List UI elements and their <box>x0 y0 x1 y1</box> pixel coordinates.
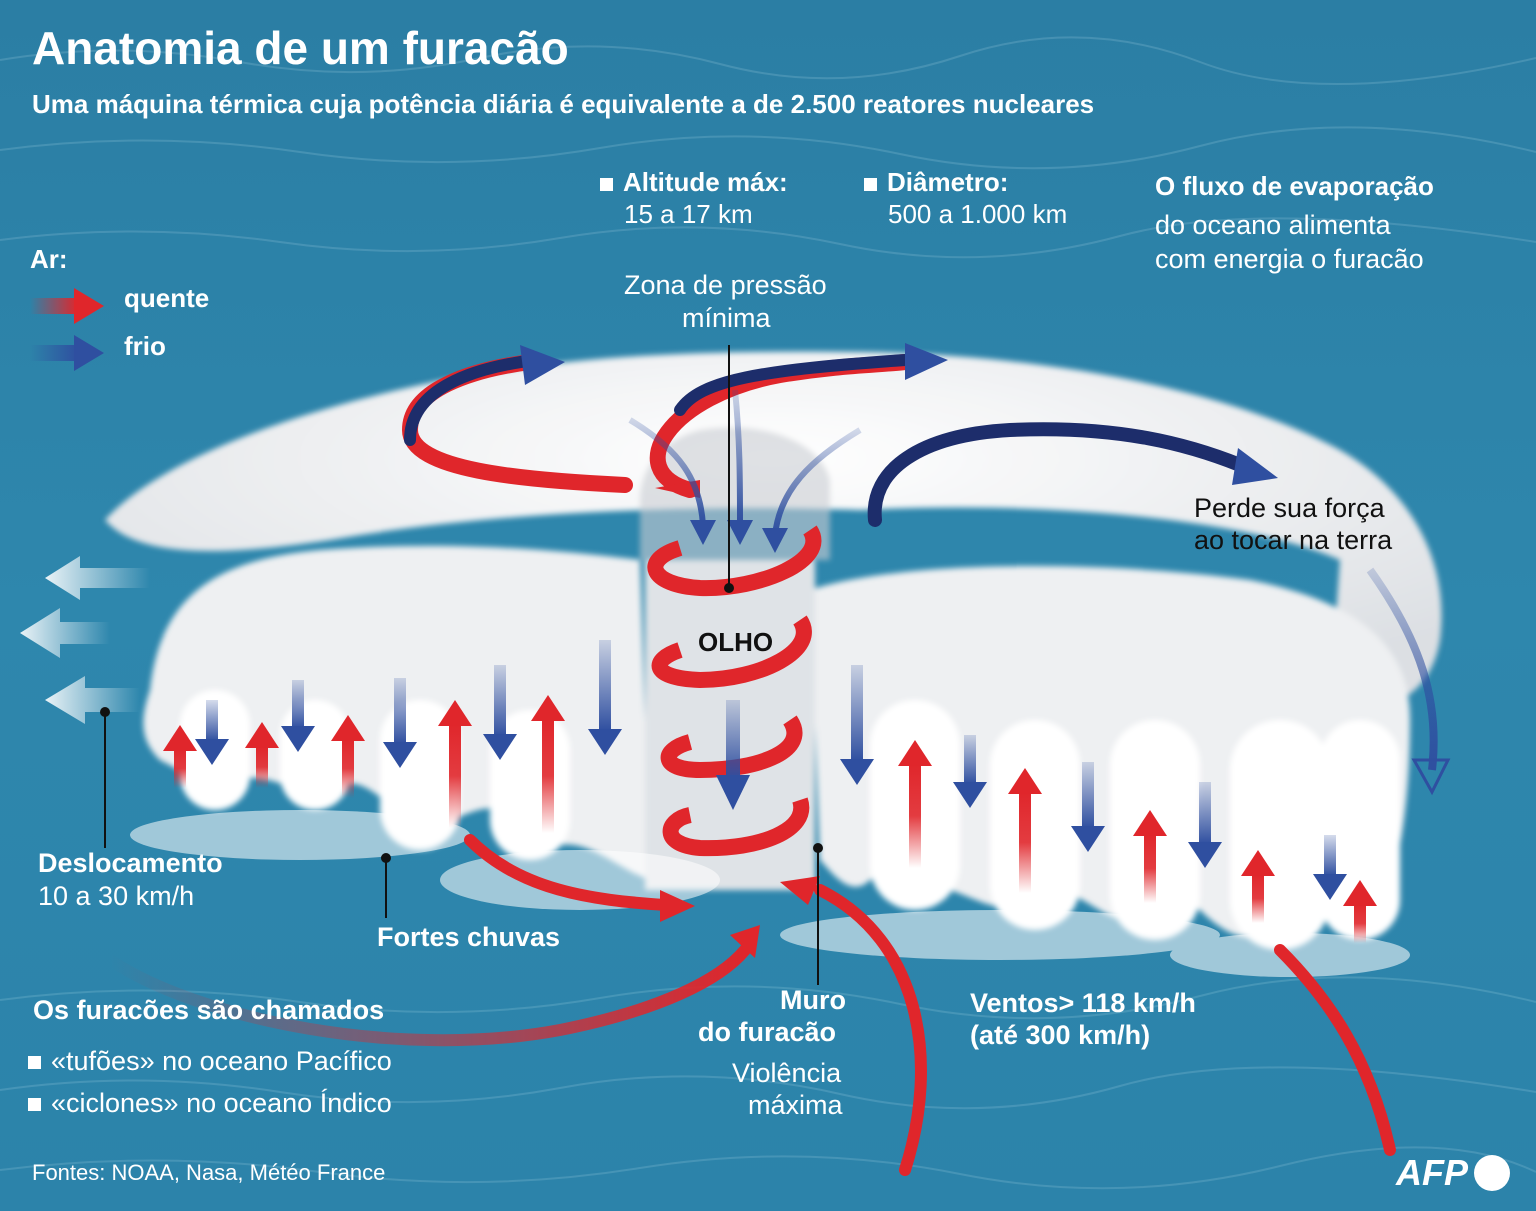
downdraft-arrow <box>1188 782 1222 868</box>
landfall-arrowhead <box>1411 758 1451 796</box>
landfall-arrow <box>1366 567 1438 771</box>
inflow-arrowheads <box>660 876 820 958</box>
afp-logo: AFP <box>1396 1152 1468 1193</box>
downdraft-arrow <box>588 640 622 755</box>
updraft-arrow <box>1241 850 1275 923</box>
outflow-arrows-left <box>20 556 150 724</box>
updraft-arrow <box>1133 810 1167 903</box>
upper-arrowheads <box>520 343 1278 498</box>
bullet-icon <box>600 177 613 191</box>
ocean-waves <box>0 36 1536 1190</box>
evaporation-line1: do oceano alimenta <box>1155 210 1391 240</box>
leader-lines <box>104 345 819 985</box>
downdraft-arrow <box>1313 835 1347 900</box>
landfall-line2: ao tocar na terra <box>1194 525 1393 555</box>
pressure-zone-line2: mínima <box>682 303 771 333</box>
violence-line1: Violência <box>732 1058 842 1088</box>
leader-dots <box>100 583 823 863</box>
eye-downdrafts <box>628 389 862 536</box>
landfall-line1: Perde sua força <box>1194 493 1385 523</box>
legend-warm-label: quente <box>124 283 210 313</box>
eye-label: OLHO <box>698 627 774 657</box>
afp-logo-circle <box>1474 1155 1510 1191</box>
movement-value: 10 a 30 km/h <box>38 881 195 911</box>
diameter-label: Diâmetro: <box>864 167 1008 198</box>
updraft-arrow <box>1008 768 1042 893</box>
movement-title: Deslocamento <box>38 848 223 878</box>
updraft-arrow <box>438 700 472 828</box>
legend-arrows <box>30 288 104 371</box>
eye-downdraft-heads <box>690 520 788 553</box>
downdraft-arrow <box>483 665 517 760</box>
sources: Fontes: NOAA, Nasa, Météo France <box>32 1160 386 1185</box>
eye-spiral <box>647 525 822 857</box>
violence-line2: máxima <box>748 1090 843 1120</box>
altitude-label: Altitude máx: <box>600 167 788 198</box>
inflow-arrows <box>104 834 1396 1176</box>
rain-label: Fortes chuvas <box>377 922 561 952</box>
downdraft-arrow <box>953 735 987 808</box>
downdraft-arrows <box>195 640 1347 900</box>
evaporation-line2: com energia o furacão <box>1155 244 1424 274</box>
downdraft-arrow <box>1071 762 1105 852</box>
downdraft-arrow <box>195 700 229 765</box>
eye-downflow <box>716 700 750 810</box>
bullet-icon <box>28 1098 41 1112</box>
page-title: Anatomia de um furacão <box>32 22 569 74</box>
names-title: Os furacões são chamados <box>33 995 385 1025</box>
evaporation-title: O fluxo de evaporação <box>1155 171 1434 201</box>
bullet-icon <box>28 1056 41 1070</box>
page-subtitle: Uma máquina térmica cuja potência diária… <box>32 89 1095 119</box>
wall-line2: do furacão <box>698 1017 837 1047</box>
downdraft-arrow <box>383 678 417 768</box>
legend-title: Ar: <box>30 244 68 274</box>
updraft-arrow <box>331 715 365 798</box>
updraft-arrows <box>163 695 1377 943</box>
diameter-value: 500 a 1.000 km <box>888 199 1068 229</box>
updraft-arrow <box>163 725 197 788</box>
updraft-arrow <box>1343 880 1377 943</box>
updraft-arrow <box>531 695 565 833</box>
names-item-typhoons: «tufões» no oceano Pacífico <box>28 1046 392 1077</box>
updraft-arrow <box>245 722 279 788</box>
winds-line2: (até 300 km/h) <box>970 1020 1151 1050</box>
altitude-value: 15 a 17 km <box>624 199 753 229</box>
bullet-icon <box>864 177 877 191</box>
pressure-zone-line1: Zona de pressão <box>624 270 827 300</box>
updraft-arrow <box>898 740 932 868</box>
names-item-cyclones: «ciclones» no oceano Índico <box>28 1088 392 1119</box>
winds-line1: Ventos> 118 km/h <box>970 988 1196 1018</box>
downdraft-arrow <box>281 680 315 752</box>
legend-cold-label: frio <box>124 331 166 361</box>
downdraft-arrow <box>840 665 874 785</box>
wall-line1: Muro <box>780 985 846 1015</box>
upper-circulation <box>401 354 1247 527</box>
